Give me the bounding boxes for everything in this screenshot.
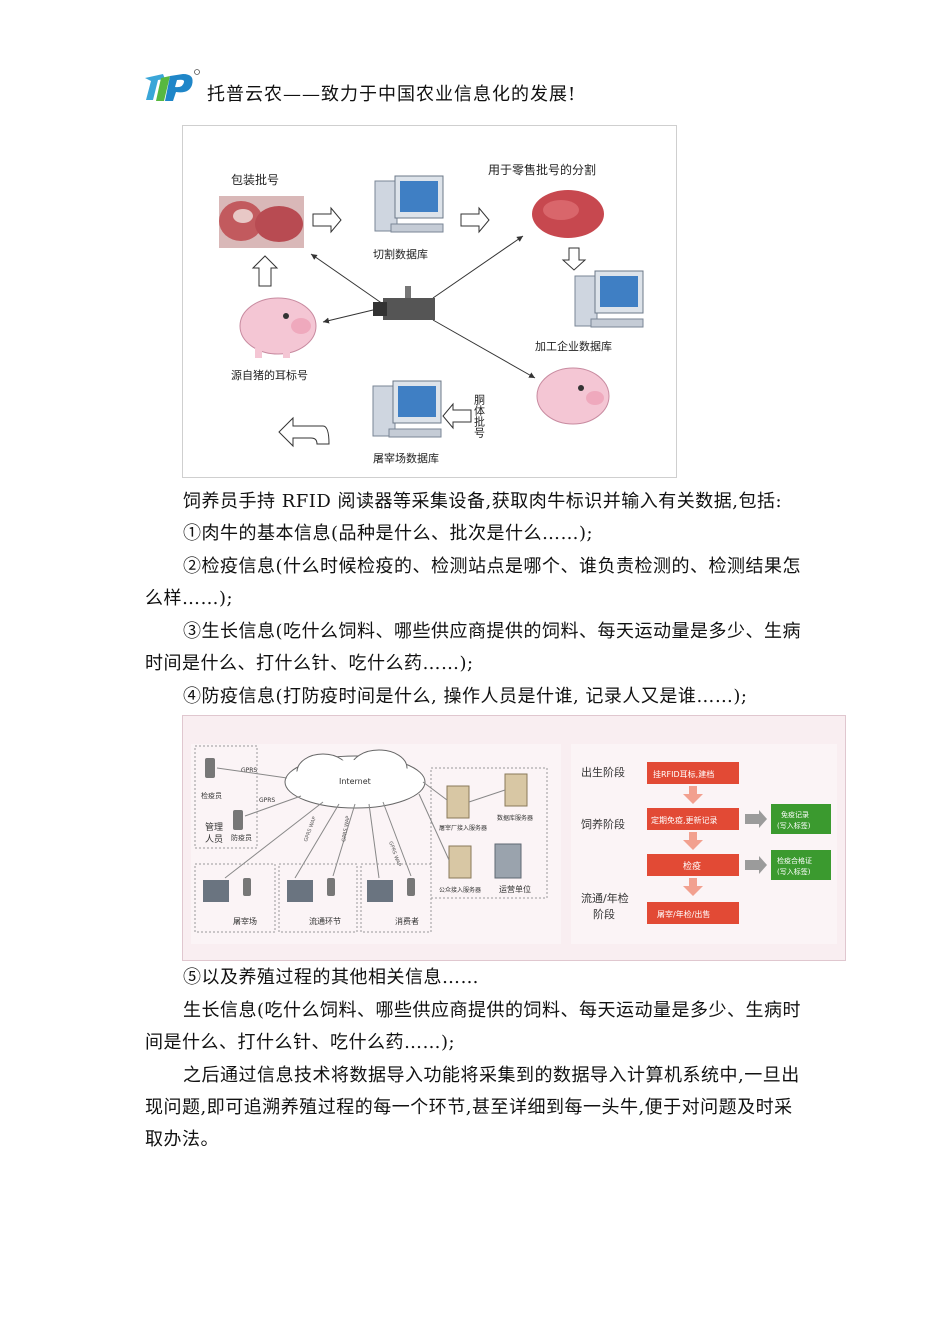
label-management-2: 人员 [205,834,223,845]
arrow-down-1 [561,247,587,271]
line-arrow-2 [432,235,524,299]
line-arrow-3 [322,309,374,324]
output-2-line2: (写入标签) [777,867,811,876]
traceability-flow-diagram: 包装批号 用于零售批号的分割 切割数据库 加工企业数据库 源自猪的耳标号 屠宰场… [219,162,644,465]
operator-icon [494,843,522,879]
server-box [430,767,548,899]
output-2-line1: 检疫合格证 [777,856,812,865]
process-step-2-label: 定期免疫,更新记录 [651,815,718,825]
phone-icon-2 [233,810,243,830]
packaged-meat-image [219,196,304,248]
paragraph-1: 饲养员手持 RFID 阅读器等采集设备,获取肉牛标识并输入有关数据,包括: [183,491,783,512]
label-source-pig: 源自猪的耳标号 [231,368,308,382]
output-1-line1: 免疫记录 [781,810,809,819]
process-step-4-label: 屠宰/年检/出售 [657,909,710,919]
server-icon-1 [446,785,470,819]
pc-icon-1 [203,880,229,902]
label-cutting-db: 切割数据库 [373,247,428,261]
paragraph-6: ⑤以及养殖过程的其他相关信息…… [183,967,479,988]
arrow-curved [278,416,330,448]
paragraph-2: ①肉牛的基本信息(品种是什么、批次是什么……); [183,523,594,544]
circulation-box [278,863,358,933]
arrow-right-2 [460,206,490,234]
output-2 [771,850,831,880]
label-processing-db: 加工企业数据库 [535,339,612,353]
stage-circulation-2: 阶段 [593,907,615,921]
cutting-db-computer-icon [374,175,444,233]
arrow-right-1 [312,206,342,234]
paragraph-8: 之后通过信息技术将数据导入功能将采集到的数据导入计算机系统中,一旦出现问题,即可… [145,1065,800,1150]
stage-feeding: 饲养阶段 [581,817,625,831]
toppu-logo [145,69,200,101]
server-icon-3 [448,845,472,879]
management-box [194,745,258,849]
label-slaughter-server: 屠宰厂接入服务器 [439,824,487,832]
processing-db-computer-icon [574,270,644,328]
label-consumer: 消费者 [395,916,419,926]
line-arrow-4 [432,319,536,379]
label-packaging: 包装批号 [231,172,279,187]
source-pig-icon [239,297,317,358]
label-carcass: 胴体批号 [473,394,486,439]
output-1 [771,804,831,834]
stage-circulation-1: 流通/年检 [581,891,629,905]
server-icon-2 [504,773,528,807]
label-retail: 用于零售批号的分割 [488,162,596,177]
label-circulation: 流通环节 [309,916,341,926]
slaughter-db-computer-icon [372,380,442,438]
label-operator: 运营单位 [499,884,531,894]
internet-cloud [284,749,426,809]
traceability-flow-figure: 包装批号 用于零售批号的分割 切割数据库 加工企业数据库 源自猪的耳标号 屠宰场… [182,125,677,478]
label-slaughterhouse: 屠宰场 [233,916,257,926]
paragraph-5: ④防疫信息(打防疫时间是什么, 操作人员是什谁, 记录人又是谁……); [183,686,748,707]
label-db-server: 数据库服务器 [497,814,533,822]
camera-icon [373,286,435,320]
process-step-1-label: 挂RFID耳标,建档 [653,769,714,779]
process-step-2 [647,808,739,830]
process-step-3 [647,854,739,876]
pc-icon-3 [367,880,393,902]
label-epidemic: 防疫员 [231,833,252,842]
label-internet: Internet [339,777,371,786]
phone-icon [205,758,215,778]
stage-birth: 出生阶段 [581,765,625,779]
paragraph-4: ③生长信息(吃什么饲料、哪些供应商提供的饲料、每天运动量是多少、生病时间是什么、… [145,621,802,674]
slaughterhouse-box [194,863,276,933]
process-step-1 [647,762,739,784]
network-process-diagram: Internet 检疫员 管理 人员 防疫员 GPRS GPRS 屠宰厂接入服务… [191,744,837,944]
output-1-line2: (写入标签) [777,821,811,830]
label-gprs1: GPRS [241,767,257,774]
line-arrow-1 [310,253,384,305]
label-slaughter-db: 屠宰场数据库 [373,451,439,465]
label-public-server: 公众接入服务器 [439,886,481,894]
paragraph-3: ②检疫信息(什么时候检疫的、检测站点是哪个、谁负责检测的、检测结果怎么样……); [145,556,802,609]
process-step-4 [647,902,739,924]
paragraph-7: 生长信息(吃什么饲料、哪些供应商提供的饲料、每天运动量是多少、生病时间是什么、打… [145,1000,802,1053]
consumer-box [360,863,432,933]
arrow-left-1 [442,402,472,430]
pc-icon-2 [287,880,313,902]
arrow-up-1 [251,255,279,287]
header-title: 托普云农——致力于中国农业信息化的发展! [207,84,577,105]
process-step-3-label: 检疫 [683,860,701,872]
retail-meat-image [532,190,604,238]
carcass-pig-icon [536,367,610,425]
label-link2: GPRS WAP [341,815,351,842]
label-inspector: 检疫员 [201,791,222,800]
label-management-1: 管理 [205,821,223,833]
network-process-figure: Internet 检疫员 管理 人员 防疫员 GPRS GPRS 屠宰厂接入服务… [182,715,846,961]
label-gprs2: GPRS [259,797,275,804]
